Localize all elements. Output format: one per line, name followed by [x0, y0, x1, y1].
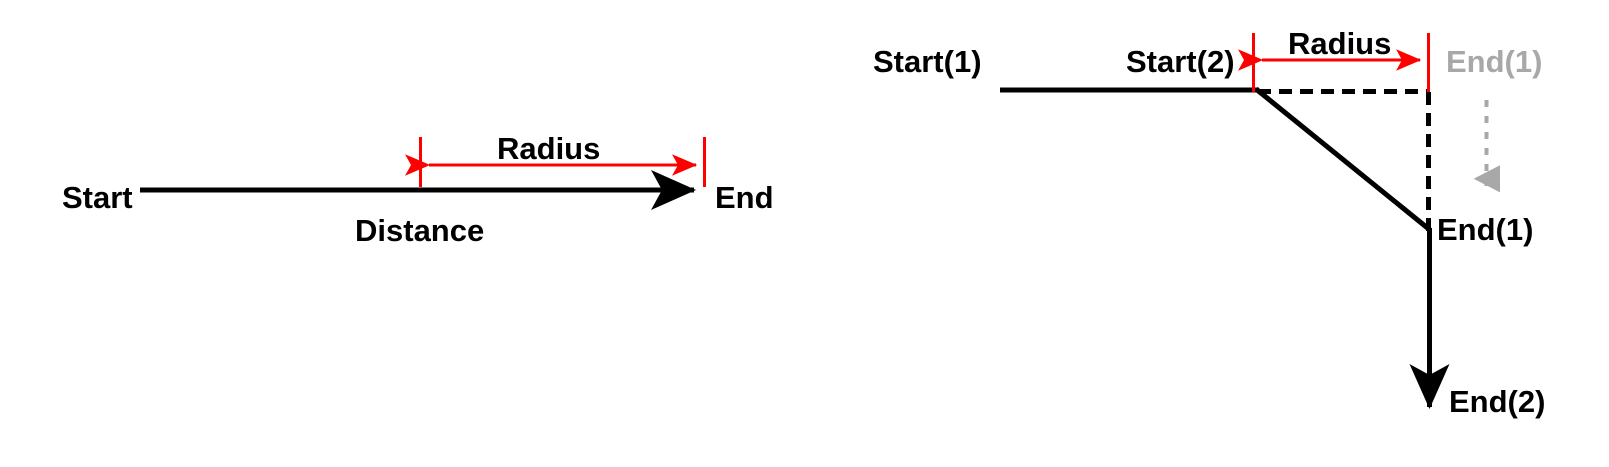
label-radius-right-panel: Radius — [1288, 26, 1392, 61]
single-segment-panel — [140, 137, 706, 210]
label-start: Start — [62, 180, 133, 215]
label-start-1: Start(1) — [873, 44, 982, 79]
label-end-1-ghost: End(1) — [1446, 44, 1543, 79]
label-end-2: End(2) — [1449, 384, 1546, 419]
diagonal-run-line — [1254, 87, 1432, 232]
label-start-2: Start(2) — [1126, 44, 1235, 79]
label-distance: Distance — [355, 213, 485, 248]
two-segment-panel — [1000, 33, 1501, 409]
label-radius-left-panel: Radius — [497, 131, 601, 166]
label-end-1: End(1) — [1437, 212, 1534, 247]
label-end: End — [715, 180, 774, 215]
